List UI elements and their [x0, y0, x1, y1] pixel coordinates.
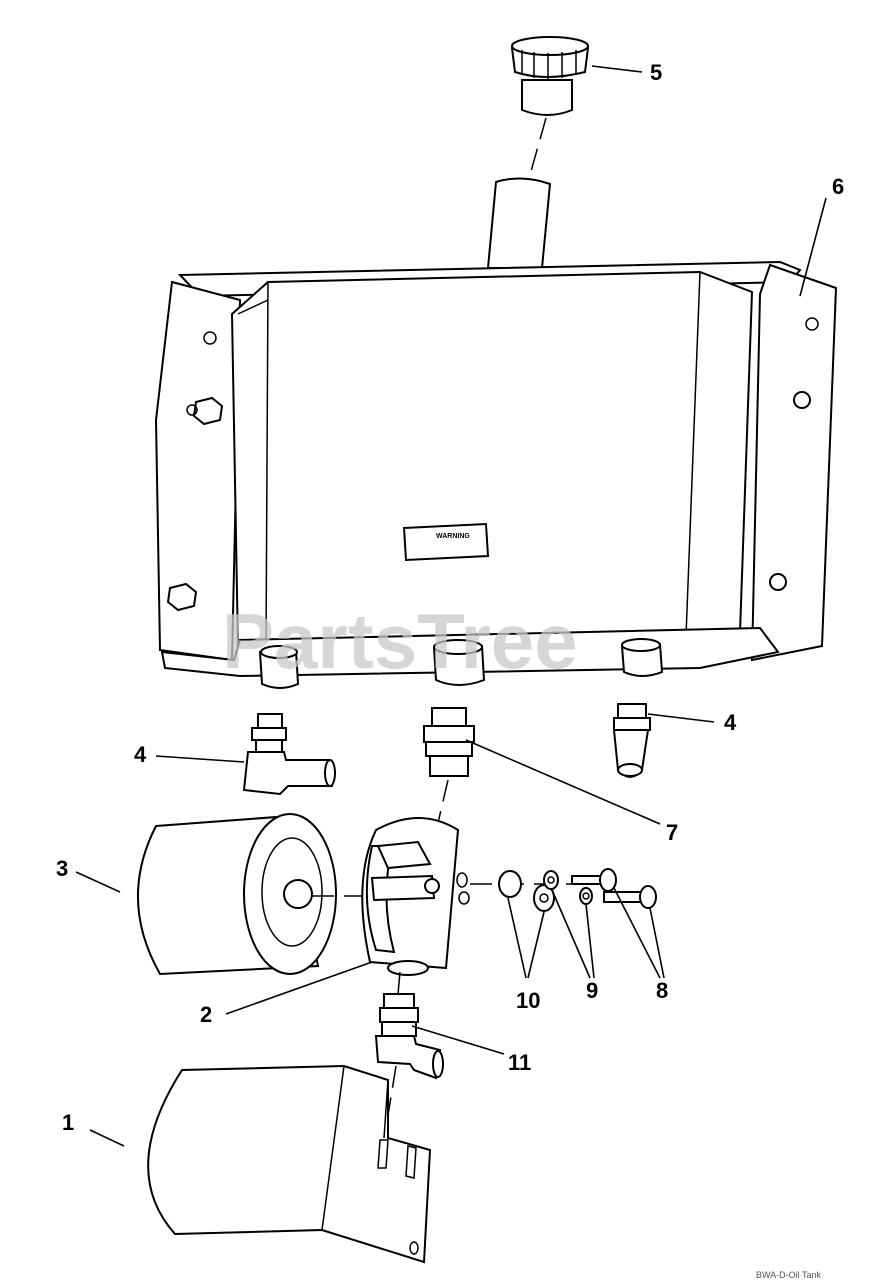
warning-decal-text: WARNING: [436, 533, 470, 540]
assembly-line-cap: [527, 117, 547, 183]
callout-5[interactable]: 5: [650, 60, 662, 85]
oil-tank-part-6[interactable]: WARNING: [154, 177, 838, 689]
warning-decal: [402, 522, 490, 562]
filler-cap-part-5[interactable]: [510, 36, 590, 116]
adapter-fitting-part-7[interactable]: [423, 707, 475, 777]
callouts: 5 6 4 4 7 3 10 9 8 2 11 1: [56, 60, 844, 1135]
filter-head-part-2[interactable]: [361, 817, 470, 976]
filter-shield-part-1[interactable]: [147, 1064, 432, 1264]
drain-fitting-right-part-4[interactable]: [612, 703, 651, 778]
footer-code: BWA-D-Oil Tank: [756, 1270, 822, 1280]
callout-3[interactable]: 3: [56, 856, 68, 881]
flat-washers-part-10[interactable]: [498, 870, 555, 912]
callout-2[interactable]: 2: [200, 1002, 212, 1027]
assembly-line-lower: [397, 971, 401, 995]
leader-lines: [75, 65, 827, 1147]
callout-10[interactable]: 10: [516, 988, 540, 1013]
callout-9[interactable]: 9: [586, 978, 598, 1003]
elbow-fitting-left-part-4[interactable]: [242, 713, 336, 796]
callout-7[interactable]: 7: [666, 820, 678, 845]
watermark-text: PartsTree: [222, 597, 578, 685]
callout-1[interactable]: 1: [62, 1110, 74, 1135]
callout-8[interactable]: 8: [656, 978, 668, 1003]
oil-filter-part-3[interactable]: [136, 813, 337, 976]
callout-4-left[interactable]: 4: [134, 742, 147, 767]
callout-11[interactable]: 11: [508, 1050, 531, 1075]
elbow-fitting-lower-part-11[interactable]: [374, 993, 444, 1080]
callout-6[interactable]: 6: [832, 174, 844, 199]
lock-washers-part-9[interactable]: [543, 870, 593, 905]
callout-4-right[interactable]: 4: [724, 710, 737, 735]
assembly-line-bracket: [383, 1065, 397, 1141]
bolts-part-8[interactable]: [571, 868, 657, 909]
